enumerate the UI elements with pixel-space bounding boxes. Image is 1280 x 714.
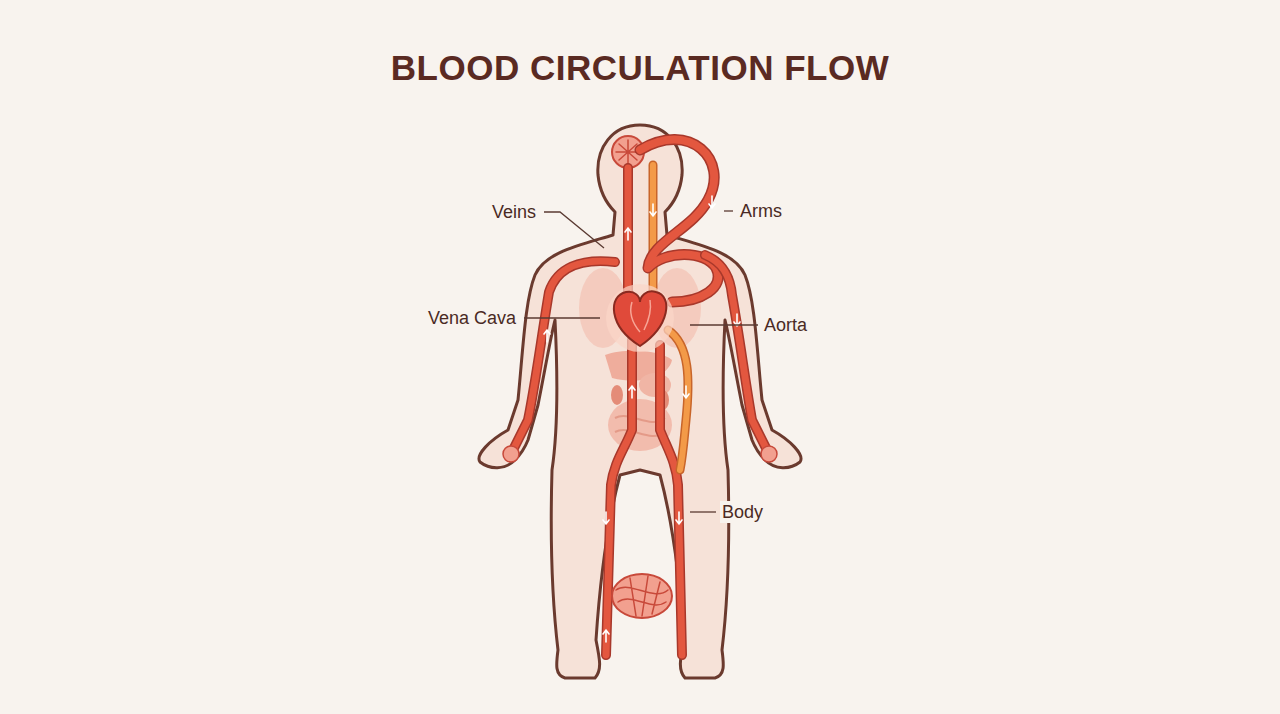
blood-vessels: [705, 255, 768, 452]
region-label: Body: [720, 501, 765, 523]
flow-arrows: [650, 204, 656, 216]
leader-lines: [690, 511, 716, 512]
leader-lines: [690, 324, 758, 325]
flow-arrows: [544, 330, 550, 342]
vessel-label: Veins: [490, 201, 538, 223]
body-outline: [479, 125, 801, 678]
leader-lines: [544, 212, 604, 248]
blood-vessels: [705, 255, 768, 452]
flow-arrows: [709, 196, 715, 208]
heart: [614, 291, 666, 346]
flow-arrows: [683, 386, 689, 398]
leader-lines: [524, 317, 600, 318]
blood-vessels: [512, 261, 615, 452]
leader-lines: [724, 210, 733, 211]
flow-arrows: [603, 512, 609, 524]
blood-vessels: [503, 136, 777, 655]
flow-arrows: [734, 314, 740, 326]
blood-vessels: [503, 446, 519, 462]
body-outline: [479, 125, 801, 678]
blood-vessels: [668, 330, 688, 470]
heart: [631, 300, 651, 332]
heart: [606, 284, 674, 352]
heart: [606, 284, 674, 352]
flow-arrows: [544, 196, 740, 642]
blood-vessels: [650, 165, 656, 292]
leader-lines: [524, 211, 758, 512]
flow-arrows: [676, 512, 682, 524]
blood-vessels: [625, 168, 632, 292]
flow-arrows: [629, 386, 635, 398]
blood-vessels: [512, 261, 615, 452]
vessel-label: Vena Cava: [426, 307, 518, 329]
blood-vessels: [640, 140, 718, 302]
flow-arrows: [603, 630, 609, 642]
blood-vessels: [623, 168, 633, 292]
blood-vessels: [616, 576, 668, 616]
blood-vessels: [640, 140, 718, 302]
diagram-title: BLOOD CIRCULATION FLOW: [391, 48, 889, 88]
vessel-label: Aorta: [762, 314, 809, 336]
organs: [611, 385, 623, 405]
blood-vessels: [612, 574, 672, 618]
blood-vessels: [761, 446, 777, 462]
vessel-label: Arms: [738, 200, 784, 222]
flow-arrows: [625, 228, 631, 240]
blood-vessels: [668, 330, 688, 470]
